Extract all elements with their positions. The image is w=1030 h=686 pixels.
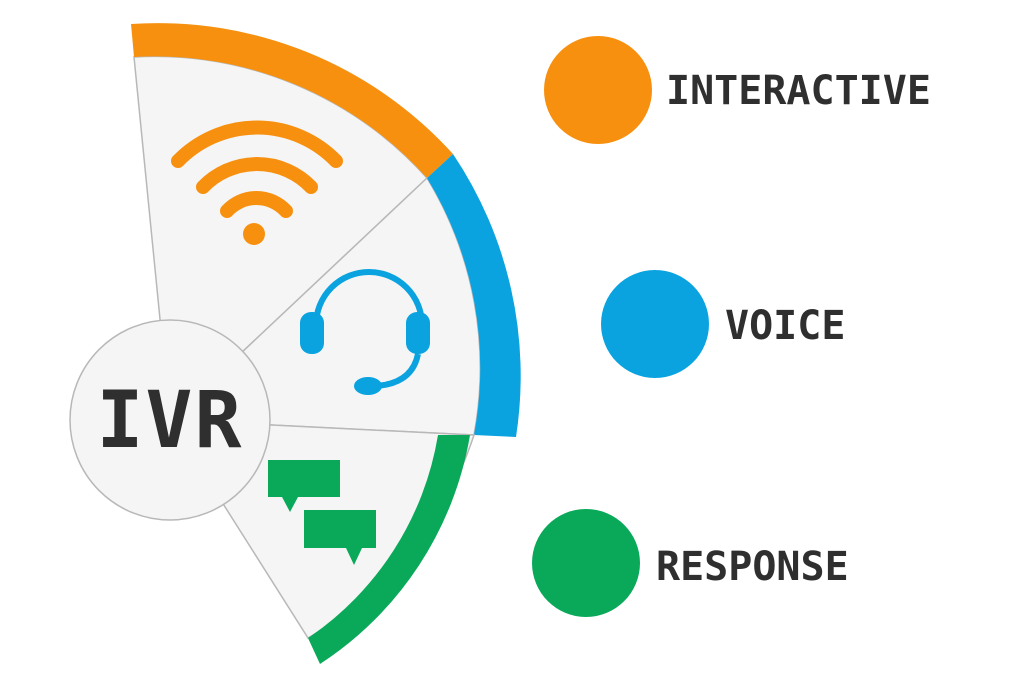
legend-item-response: RESPONSE	[532, 509, 849, 617]
chat-bubbles-icon	[268, 460, 376, 565]
legend-item-voice: VOICE	[601, 270, 845, 378]
legend-item-interactive: INTERACTIVE	[544, 36, 931, 144]
center-badge: IVR	[69, 319, 271, 521]
center-title: IVR	[97, 376, 244, 466]
legend-dot-response	[532, 509, 640, 617]
legend-dot-interactive	[544, 36, 652, 144]
legend-label-response: RESPONSE	[656, 544, 849, 590]
sector-voice-band	[427, 154, 521, 437]
legend-label-interactive: INTERACTIVE	[666, 68, 931, 114]
headset-icon	[300, 269, 430, 395]
sector-interactive-band	[131, 23, 453, 179]
legend-label-voice: VOICE	[725, 303, 845, 349]
wifi-icon	[171, 120, 343, 245]
legend-dot-voice	[601, 270, 709, 378]
sector-response-band	[308, 435, 470, 664]
